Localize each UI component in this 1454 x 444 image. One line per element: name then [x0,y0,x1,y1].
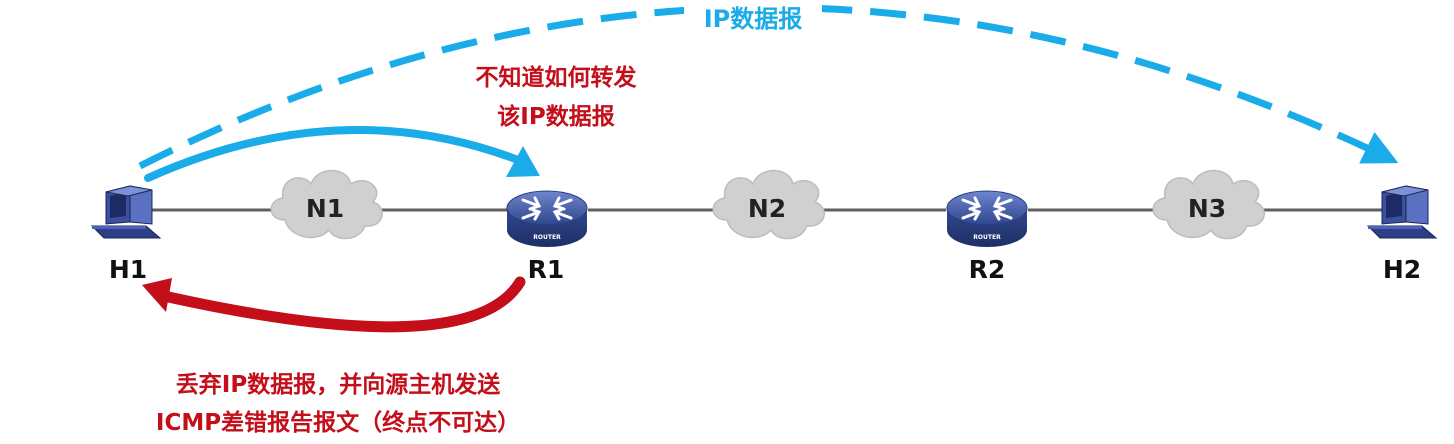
router-badge-r1: ROUTER [533,234,561,241]
router-icon: ROUTER [946,190,1028,247]
datagram-label-bg [684,2,822,32]
datagram-label: IP数据报 [704,5,803,33]
node-label-r2: R2 [969,255,1006,284]
router-r1: ROUTER [506,190,588,247]
node-label-h1: H1 [109,255,147,284]
router-r2: ROUTER [946,190,1028,247]
node-label-r1: R1 [528,255,565,284]
router-icon: ROUTER [506,190,588,247]
node-label-h2: H2 [1383,255,1421,284]
discard-text-line1: 丢弃IP数据报，并向源主机发送 [176,371,500,398]
forward-arrow-h1-r1 [144,125,522,182]
network-n3: N3 [1152,169,1266,240]
computer-host-icon [1367,185,1437,239]
unknown-forward-text-line2: 该IP数据报 [497,103,614,130]
discard-text-line2: ICMP差错报告报文（终点不可达） [156,409,520,436]
router-badge-r2: ROUTER [973,234,1001,241]
host-h2 [1367,185,1437,239]
network-label-n1: N1 [306,194,344,223]
network-label-n2: N2 [748,194,786,223]
computer-host-icon [91,185,161,239]
forward-arrowhead [506,146,540,177]
network-label-n3: N3 [1188,194,1226,223]
network-n1: N1 [270,169,384,240]
icmp-return-arrow [158,276,526,333]
host-h1 [91,185,161,239]
icmp-arrowhead [142,278,172,312]
network-n2: N2 [712,169,826,240]
unknown-forward-text-line1: 不知道如何转发 [476,64,637,91]
